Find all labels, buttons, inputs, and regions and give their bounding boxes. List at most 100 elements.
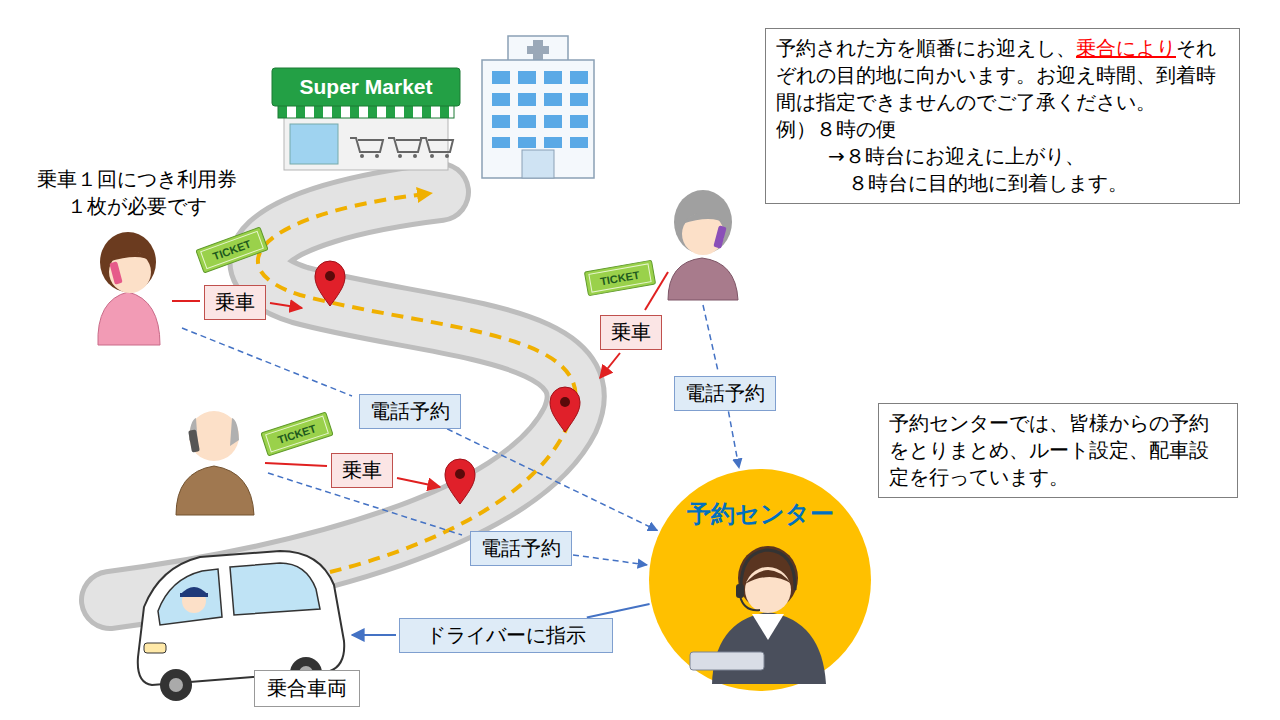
map-pin	[455, 469, 465, 479]
node-text: 乗車	[611, 319, 651, 346]
ticket	[196, 227, 268, 273]
elderly-woman-figure	[713, 225, 726, 248]
boarding-box: 乗車	[204, 285, 266, 320]
vehicle-label-box: 乗合車両	[254, 670, 360, 707]
road	[110, 192, 576, 600]
ticket	[584, 260, 655, 295]
boarding-arrow	[172, 300, 200, 302]
road	[110, 192, 576, 600]
ticket	[589, 264, 651, 292]
elderly-woman-figure	[674, 190, 732, 254]
hospital	[489, 68, 593, 148]
elderly-man-figure	[189, 411, 239, 461]
boarding-box: 乗車	[600, 315, 662, 350]
supermarket	[420, 138, 453, 158]
van	[169, 678, 183, 692]
node-text: 電話予約	[481, 535, 561, 562]
map-pin	[445, 459, 475, 504]
connector	[573, 555, 647, 565]
node-text: 予約センターでは、皆様からの予約をとりまとめ、ルート設定、配車設定を行っています…	[889, 410, 1227, 491]
notice-box: 予約センターでは、皆様からの予約をとりまとめ、ルート設定、配車設定を行っています…	[878, 403, 1238, 498]
ticket	[196, 227, 268, 273]
hospital	[527, 40, 549, 60]
supermarket	[272, 68, 460, 106]
ticket	[261, 412, 333, 456]
hospital	[508, 36, 568, 62]
hospital	[482, 60, 594, 178]
woman-figure	[100, 232, 156, 292]
elderly-man-figure	[176, 411, 254, 515]
node-text: ８時台に目的地に到着します。	[776, 170, 1229, 197]
van	[158, 569, 222, 625]
boarding-arrow	[270, 303, 302, 308]
reservation-center-circle: 予約センター	[648, 468, 872, 692]
boarding-box: 乗車	[331, 453, 393, 488]
map-pin	[315, 261, 345, 306]
route-line	[258, 194, 576, 572]
van	[144, 643, 166, 653]
map-pin	[445, 459, 475, 504]
woman-figure	[108, 250, 152, 262]
boarding-arrow	[172, 272, 668, 487]
elderly-man-figure	[176, 466, 254, 515]
instruction-box: ドライバーに指示	[399, 618, 613, 653]
phone-line	[182, 328, 352, 396]
node-text: 予約センター	[648, 498, 872, 530]
connector	[447, 429, 657, 530]
hospital	[522, 150, 554, 178]
node-text: ドライバーに指示	[426, 622, 586, 649]
van	[160, 669, 192, 701]
woman-figure	[109, 251, 151, 293]
map-pin	[325, 271, 335, 281]
woman-figure	[98, 232, 160, 345]
ticket	[584, 260, 655, 295]
node-text: 乗合により	[1076, 36, 1176, 60]
phone-reservation-box: 電話予約	[470, 531, 572, 566]
supermarket	[272, 68, 460, 170]
fare-note: 乗車１回につき利用券 １枚が必要です	[20, 166, 255, 220]
node-text: →８時台にお迎えに上がり、	[776, 143, 1229, 170]
node-text: 電話予約	[685, 380, 765, 407]
node-text: 乗合車両	[267, 675, 347, 702]
circle-shape	[649, 469, 871, 691]
ticket	[201, 231, 264, 268]
supermarket	[350, 138, 383, 158]
node-text: 予約された方を順番にお迎えし、	[776, 36, 1076, 60]
ticket	[266, 416, 329, 452]
elderly-man-figure	[188, 429, 200, 452]
road	[110, 192, 576, 600]
woman-figure	[98, 292, 160, 345]
boarding-arrow	[265, 463, 327, 466]
node-text: 例）８時の便	[776, 116, 1229, 143]
phone-reservation-box: 電話予約	[674, 376, 776, 411]
phone-line	[703, 305, 718, 371]
map-pin	[560, 397, 570, 407]
instruction-arrow	[352, 634, 396, 636]
van	[180, 593, 208, 597]
node-text: 乗車	[215, 289, 255, 316]
connector	[587, 604, 650, 618]
boarding-arrow	[645, 272, 668, 310]
supermarket	[290, 124, 338, 164]
connector	[728, 411, 739, 467]
elderly-woman-figure	[668, 258, 738, 300]
phone-reservation-box: 電話予約	[359, 394, 461, 429]
phone-line	[182, 305, 718, 535]
boarding-arrow	[600, 353, 620, 378]
van	[230, 563, 320, 615]
ticket	[261, 412, 333, 456]
supermarket	[388, 138, 421, 158]
node-text: 乗車	[342, 457, 382, 484]
hospital	[482, 36, 594, 178]
map-pin	[550, 387, 580, 432]
elderly-woman-figure	[682, 212, 726, 224]
boarding-arrow	[397, 478, 440, 487]
elderly-woman-figure	[668, 190, 738, 300]
notice-box: 予約された方を順番にお迎えし、乗合によりそれぞれの目的地に向かいます。お迎え時間…	[765, 28, 1240, 204]
woman-figure	[109, 261, 122, 284]
map-pin	[550, 387, 580, 432]
node-text: 電話予約	[370, 398, 450, 425]
store-sign-text: Super Market	[299, 75, 432, 99]
map-pin	[315, 261, 345, 306]
